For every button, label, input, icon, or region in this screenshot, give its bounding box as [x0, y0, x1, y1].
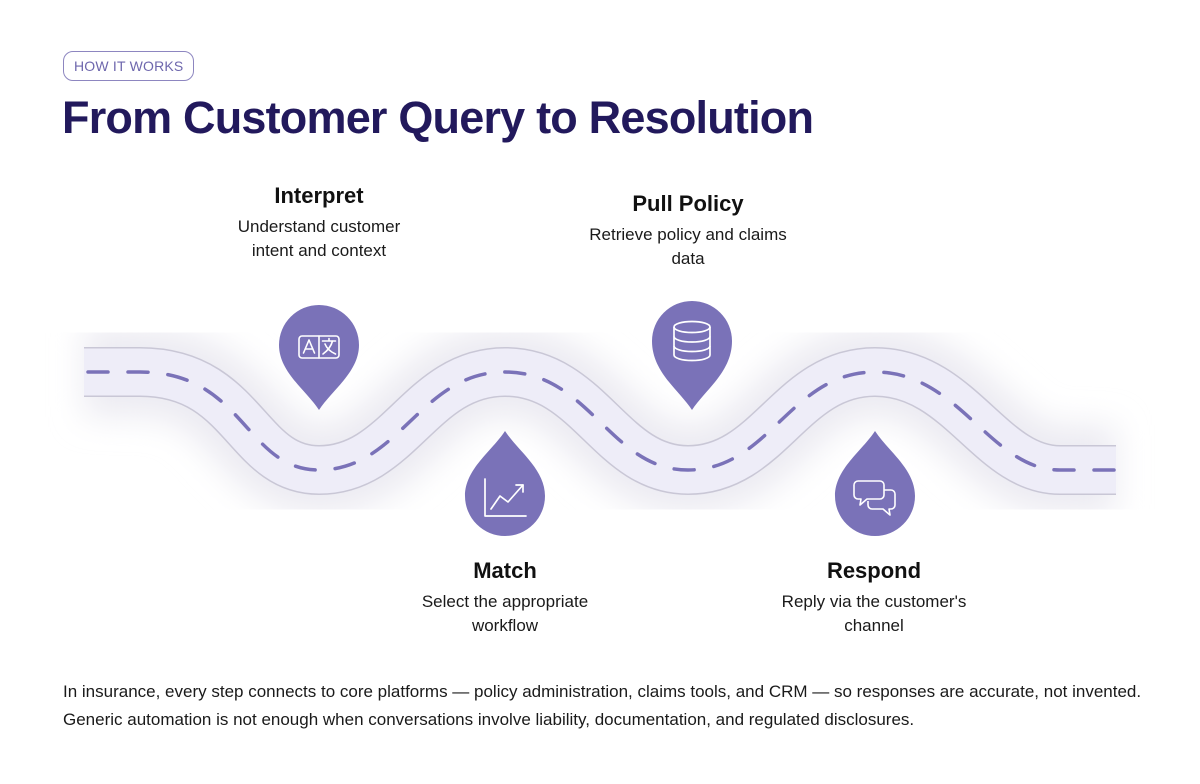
trend-chart-icon [484, 478, 527, 517]
step-respond: Respond Reply via the customer's channel [774, 558, 974, 637]
pin-marker [835, 431, 915, 536]
step-description: Select the appropriate workflow [421, 592, 589, 635]
translate-icon [298, 335, 340, 359]
step-title: Match [473, 558, 537, 583]
step-description: Retrieve policy and claims data [589, 225, 787, 268]
step-match: Match Select the appropriate workflow [400, 558, 610, 637]
marker-interpret [279, 305, 359, 410]
step-description: Understand customer intent and context [237, 217, 401, 260]
pin-marker [652, 301, 732, 410]
step-title: Respond [826, 558, 922, 583]
chat-bubbles-icon [853, 480, 896, 516]
page-title: From Customer Query to Resolution [62, 92, 814, 143]
step-title: Interpret [274, 183, 364, 208]
step-pull-policy: Pull Policy Retrieve policy and claims d… [588, 191, 788, 270]
marker-respond [835, 431, 915, 536]
database-icon [673, 320, 711, 362]
road-surface [84, 348, 1116, 494]
marker-match [465, 431, 545, 536]
step-interpret: Interpret Understand customer intent and… [224, 183, 414, 262]
footer-description: In insurance, every step connects to cor… [63, 682, 1142, 729]
pin-marker [465, 431, 545, 536]
marker-pull-policy [652, 301, 732, 410]
step-title: Pull Policy [632, 191, 744, 216]
eyebrow-badge: HOW IT WORKS [63, 51, 195, 81]
step-description: Reply via the customer's channel [781, 592, 967, 635]
